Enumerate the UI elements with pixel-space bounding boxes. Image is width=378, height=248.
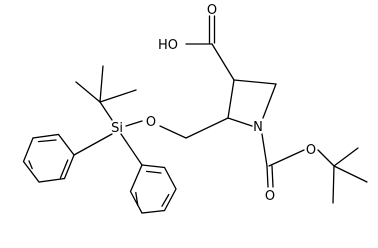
bonds: [22, 15, 368, 214]
bond-ring-n-c2: [227, 117, 253, 127]
ether-oxygen-label: O: [146, 115, 156, 130]
bond-cq-me1: [75, 81, 101, 103]
bond-si-cq: [99, 101, 113, 121]
phenyl-ring-1-double-3: [37, 139, 57, 143]
phenyl-ring-2-double-3: [135, 191, 139, 207]
bond-si-ph2: [120, 133, 143, 166]
bond-boc-cq-me3: [332, 165, 335, 204]
acid-carbonyl-oxygen-label: O: [207, 3, 217, 18]
bond-oester-cq: [317, 149, 335, 167]
bond-boc-cq-me2: [333, 165, 368, 183]
boc-ester-oxygen-label: O: [306, 143, 316, 158]
atom-labels: HO O N Si O O O: [111, 3, 316, 204]
bond-cq-me2: [99, 65, 104, 103]
ring-nitrogen-label: N: [253, 120, 263, 135]
bond-o-si: [125, 120, 143, 127]
phenyl-ring-1-double-1: [59, 159, 69, 179]
bond-cq-me3: [99, 89, 137, 103]
bond-c2-ch2: [185, 117, 229, 139]
bond-boc-c-oester: [268, 149, 305, 167]
structure-drawing: HO O N Si O O O: [22, 3, 368, 214]
bond-acid-c-ring: [211, 43, 235, 81]
boc-carbonyl-oxygen-label: O: [265, 189, 275, 204]
phenyl-ring-1-double-2: [28, 160, 33, 170]
bond-si-ph1: [73, 133, 113, 156]
silicon-label: Si: [111, 121, 123, 136]
hydroxyl-label: HO: [158, 38, 178, 53]
phenyl-ring-1: [22, 133, 75, 183]
bond-n-c-boc: [261, 133, 268, 167]
bond-boc-c-o-2: [271, 165, 274, 188]
phenyl-ring-2: [129, 164, 177, 214]
bond-boc-cq-me1: [333, 147, 359, 167]
bond-ring-c3-c4: [233, 79, 277, 85]
bond-ring-c4-n: [262, 83, 277, 119]
phenyl-ring-2-double-1: [145, 170, 162, 174]
bond-ch2-o: [159, 125, 187, 139]
bond-ring-c2-c3: [227, 79, 235, 119]
phenyl-ring-2-double-2: [161, 193, 170, 207]
molecule-svg: HO O N Si O O O: [22, 3, 368, 214]
bond-boc-c-o-1: [266, 165, 269, 188]
